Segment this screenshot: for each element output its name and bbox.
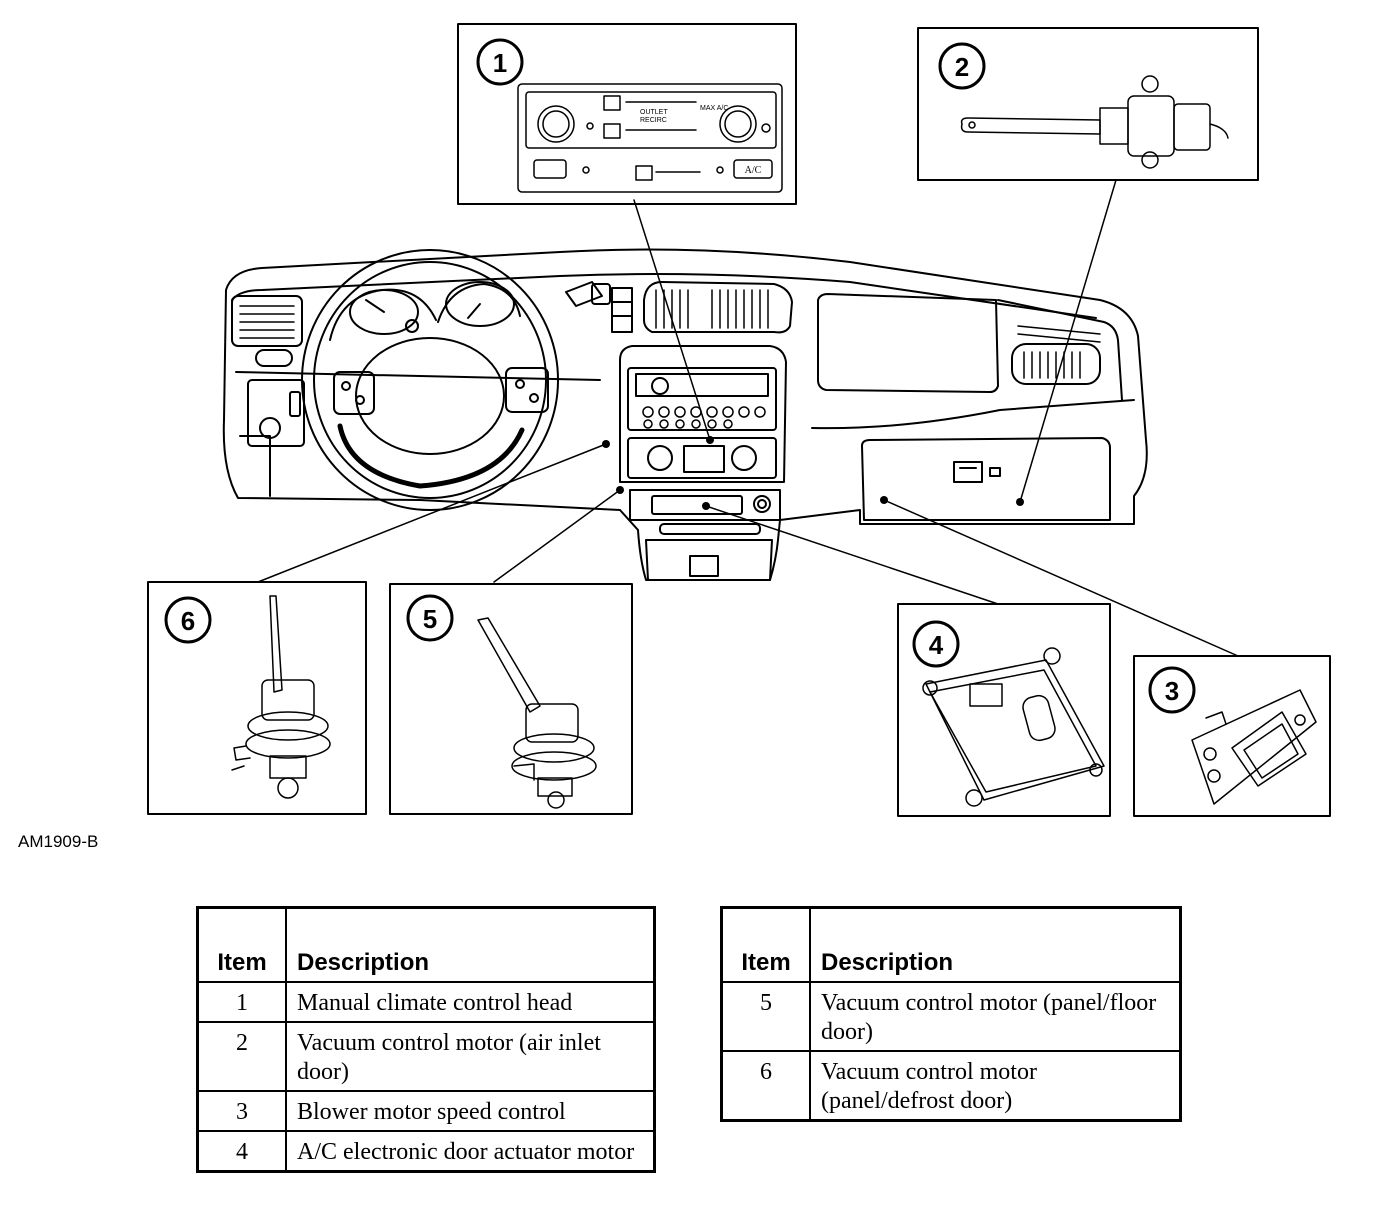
callout-2-number: 2	[955, 52, 969, 82]
item-number: 1	[196, 981, 287, 1023]
callout-box-6: 6	[147, 581, 367, 815]
callout-1-number: 1	[493, 48, 507, 78]
callout-box-1: 1 OUTLET RECIRC MAX A/C A/C	[457, 23, 797, 205]
table-row: 1 Manual climate control head	[196, 981, 656, 1023]
panel-floor-vacuum-motor-illustration	[477, 617, 597, 809]
instrument-cluster	[329, 281, 521, 341]
item-number: 5	[720, 981, 811, 1052]
item-description: Vacuum control motor (panel/floor door)	[809, 981, 1182, 1052]
callout-3-number: 3	[1165, 676, 1179, 706]
legend-table-right: Item Description 5 Vacuum control motor …	[720, 906, 1182, 1122]
item-description: Blower motor speed control	[285, 1090, 656, 1132]
leader-dots	[602, 436, 1024, 510]
callout-4-number: 4	[929, 630, 944, 660]
control-head-illustration	[517, 83, 783, 193]
dashboard-illustration	[222, 248, 1148, 581]
item-number: 2	[196, 1021, 287, 1092]
item-description: A/C electronic door actuator motor	[285, 1130, 656, 1173]
table-row: 6 Vacuum control motor (panel/defrost do…	[720, 1050, 1182, 1122]
panel-defrost-vacuum-motor-illustration	[231, 595, 331, 799]
control-head-recirc-label: RECIRC	[640, 117, 667, 124]
header-item: Item	[196, 906, 287, 983]
item-number: 4	[196, 1130, 287, 1173]
header-description: Description	[809, 906, 1182, 983]
table-row: 4 A/C electronic door actuator motor	[196, 1130, 656, 1173]
callout-box-5: 5	[389, 583, 633, 815]
item-description: Manual climate control head	[285, 981, 656, 1023]
door-actuator-illustration	[922, 647, 1105, 807]
leader-lines	[257, 179, 1239, 657]
callout-box-4: 4	[897, 603, 1111, 817]
figure-code: AM1909-B	[18, 832, 99, 851]
control-head-outlet-label: OUTLET	[640, 109, 668, 116]
item-description: Vacuum control motor (air inlet door)	[285, 1021, 656, 1092]
legend-header-row: Item Description	[196, 906, 656, 983]
air-inlet-vacuum-motor-illustration	[960, 75, 1229, 169]
header-description: Description	[285, 906, 656, 983]
control-head-max-ac-label: MAX A/C	[700, 105, 728, 112]
table-row: 5 Vacuum control motor (panel/floor door…	[720, 981, 1182, 1052]
table-row: 2 Vacuum control motor (air inlet door)	[196, 1021, 656, 1092]
table-row: 3 Blower motor speed control	[196, 1090, 656, 1132]
steering-wheel	[301, 249, 559, 511]
callout-box-2: 2	[917, 27, 1259, 181]
legend-header-row: Item Description	[720, 906, 1182, 983]
callout-box-3: 3	[1133, 655, 1331, 817]
item-description: Vacuum control motor (panel/defrost door…	[809, 1050, 1182, 1122]
control-head-ac-button-label: A/C	[745, 165, 762, 176]
header-item: Item	[720, 906, 811, 983]
callout-5-number: 5	[423, 604, 437, 634]
instrument-panel-diagram: 1 OUTLET RECIRC MAX A/C A/C 2	[147, 23, 1331, 817]
item-number: 3	[196, 1090, 287, 1132]
legend-table-left: Item Description 1 Manual climate contro…	[196, 906, 656, 1173]
callout-6-number: 6	[181, 606, 195, 636]
item-number: 6	[720, 1050, 811, 1122]
blower-speed-control-illustration	[1191, 689, 1317, 805]
